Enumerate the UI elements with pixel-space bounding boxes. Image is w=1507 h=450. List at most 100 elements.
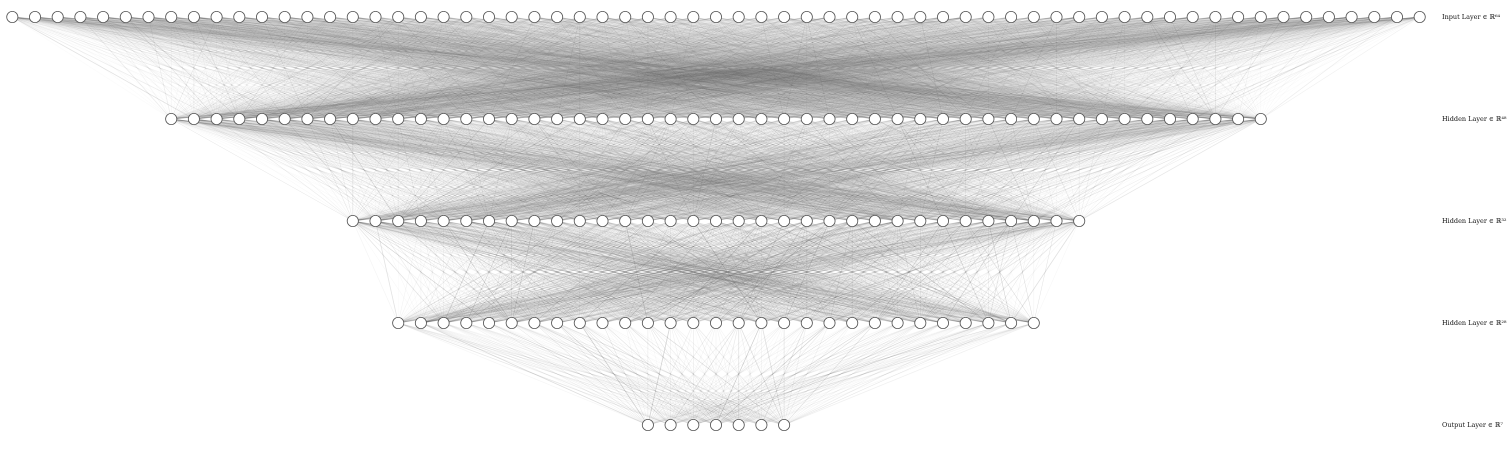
connection-edge <box>12 16 717 120</box>
connection-edge <box>216 16 1171 120</box>
connection-edge <box>148 16 648 120</box>
connection-edge <box>398 16 535 120</box>
connection-edge <box>57 16 535 120</box>
connection-edge <box>352 16 399 120</box>
connection-edge <box>125 16 217 120</box>
connection-edge <box>57 16 240 120</box>
connection-edge <box>171 16 739 120</box>
connection-edge <box>171 16 648 120</box>
connection-edge <box>330 16 785 120</box>
connection-edge <box>171 16 1239 120</box>
connection-edge <box>148 16 830 120</box>
connection-edge <box>80 16 739 120</box>
connection-edge <box>239 16 830 120</box>
connection-edge <box>148 16 853 120</box>
connection-edge <box>148 16 285 120</box>
connection-edge <box>57 16 331 120</box>
connection-edge <box>148 16 240 120</box>
connection-edge <box>284 16 626 120</box>
connection-edge <box>307 16 1012 120</box>
connection-edge <box>103 16 1148 120</box>
connection-edge <box>307 16 331 120</box>
connection-edge <box>125 16 853 120</box>
connection-edge <box>148 16 1171 120</box>
connection-edge <box>329 16 512 120</box>
connection-edge <box>171 16 671 120</box>
connection-edge <box>330 16 1193 120</box>
connection-edge <box>34 16 717 120</box>
connection-edge <box>12 16 217 120</box>
connection-edge <box>261 16 1080 120</box>
connection-edge <box>352 16 785 120</box>
connection-edge <box>171 16 444 120</box>
connection-edge <box>57 16 626 120</box>
connection-edge <box>148 16 671 120</box>
connection-edge <box>193 16 308 120</box>
connection-edge <box>80 16 444 120</box>
connection-edge <box>193 16 217 120</box>
connection-edge <box>284 16 1057 120</box>
connection-edge <box>102 16 172 120</box>
connection-edge <box>284 16 717 120</box>
connection-edge <box>102 16 217 120</box>
connection-edge <box>239 16 308 120</box>
connection-edge <box>352 16 467 120</box>
connection-edge <box>171 16 558 120</box>
connection-edge <box>171 16 1193 120</box>
connection-edge <box>216 16 240 120</box>
connection-edge <box>148 16 467 120</box>
connection-edge <box>34 16 762 120</box>
connection-edge <box>34 16 558 120</box>
connection-edge <box>352 16 512 120</box>
connection-edge <box>239 16 1216 120</box>
connection-edge <box>80 16 1261 120</box>
connection-edge <box>171 16 762 120</box>
connection-edge <box>193 16 853 120</box>
connection-edge <box>80 16 1239 120</box>
connection-edge <box>170 16 240 120</box>
connection-edge <box>34 16 263 120</box>
connection-edge <box>216 16 1034 120</box>
connection-edge <box>80 16 921 120</box>
connection-edge <box>284 16 989 120</box>
connection-edge <box>375 16 399 120</box>
connection-edge <box>125 16 240 120</box>
connection-edge <box>239 16 603 120</box>
connection-edge <box>12 16 1034 120</box>
connection-edge <box>103 16 830 120</box>
connection-edge <box>125 16 399 120</box>
connection-edge <box>398 16 671 120</box>
connection-edge <box>352 16 1193 120</box>
connection-edge <box>171 16 422 120</box>
connection-edge <box>261 16 285 120</box>
connection-edge <box>284 16 875 120</box>
connection-edge <box>125 16 944 120</box>
connection-edge <box>193 16 558 120</box>
connection-edge <box>12 16 399 120</box>
connection-edge <box>284 16 535 120</box>
connection-edge <box>125 16 1261 120</box>
connection-edge <box>261 16 966 120</box>
connection-edge <box>216 16 989 120</box>
connection-edge <box>57 16 285 120</box>
connection-edge <box>261 16 921 120</box>
connection-edge <box>239 16 1148 120</box>
connection-edge <box>171 16 331 120</box>
connection-edge <box>193 16 898 120</box>
connection-edge <box>171 16 285 120</box>
connection-edge <box>103 16 1216 120</box>
connection-edge <box>193 16 331 120</box>
connection-edge <box>57 16 603 120</box>
connection-edge <box>34 16 421 120</box>
connection-edge <box>216 16 331 120</box>
connection-edge <box>125 16 1125 120</box>
connection-edge <box>307 16 467 120</box>
connection-edge <box>330 16 1080 120</box>
connection-edge <box>352 16 444 120</box>
connection-edge <box>193 16 490 120</box>
connection-edge <box>12 16 376 120</box>
connection-edge <box>375 16 853 120</box>
connection-edge <box>216 16 1012 120</box>
connection-edge <box>330 16 898 120</box>
connection-edge <box>307 16 1125 120</box>
